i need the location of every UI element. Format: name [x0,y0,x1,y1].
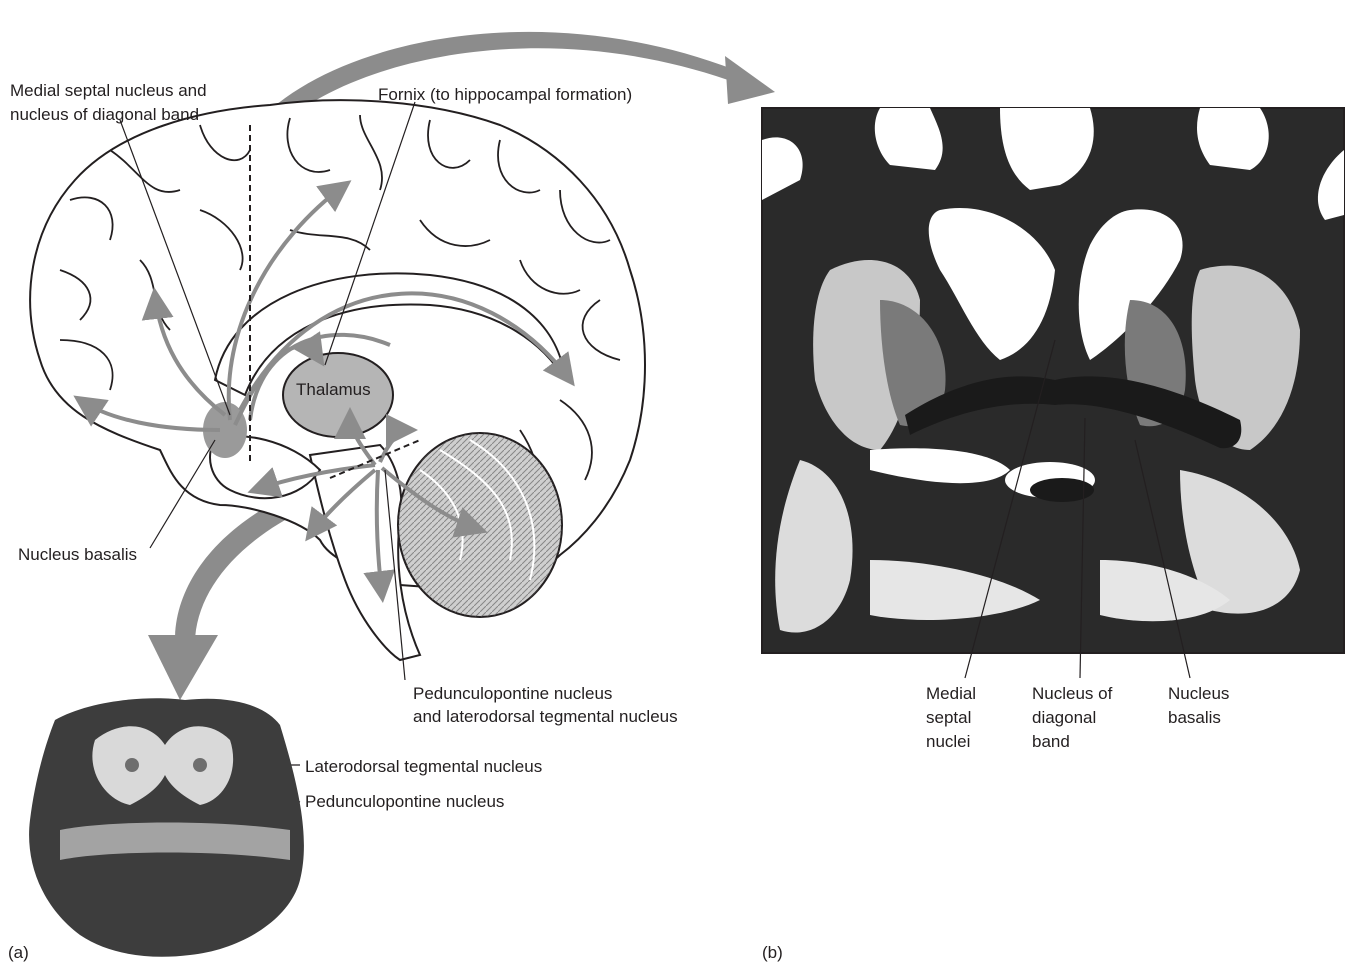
label-diagonal-band-2: diagonal [1032,707,1096,728]
panel-letter-a: (a) [8,942,29,963]
label-medial-septal-nuclei-3: nuclei [926,731,970,752]
label-fornix: Fornix (to hippocampal formation) [378,84,632,105]
cerebellum [398,433,562,617]
label-nucleus-basalis-b-2: basalis [1168,707,1221,728]
label-diagonal-band-3: band [1032,731,1070,752]
label-ppn-ldt-line1: Pedunculopontine nucleus [413,683,612,704]
label-medial-septal-line2: nucleus of diagonal band [10,104,199,125]
label-pedunculopontine: Pedunculopontine nucleus [305,791,504,812]
label-nucleus-basalis: Nucleus basalis [18,544,137,565]
label-medial-septal-line1: Medial septal nucleus and [10,80,207,101]
coronal-section-photo [762,108,1344,653]
label-laterodorsal-tegmental: Laterodorsal tegmental nucleus [305,756,542,777]
label-nucleus-basalis-b-1: Nucleus [1168,683,1229,704]
brainstem-slice [29,698,304,957]
label-thalamus: Thalamus [296,380,371,400]
label-diagonal-band-1: Nucleus of [1032,683,1112,704]
label-medial-septal-nuclei-1: Medial [926,683,976,704]
panel-letter-b: (b) [762,942,783,963]
label-ppn-ldt-line2: and laterodorsal tegmental nucleus [413,706,678,727]
label-medial-septal-nuclei-2: septal [926,707,971,728]
